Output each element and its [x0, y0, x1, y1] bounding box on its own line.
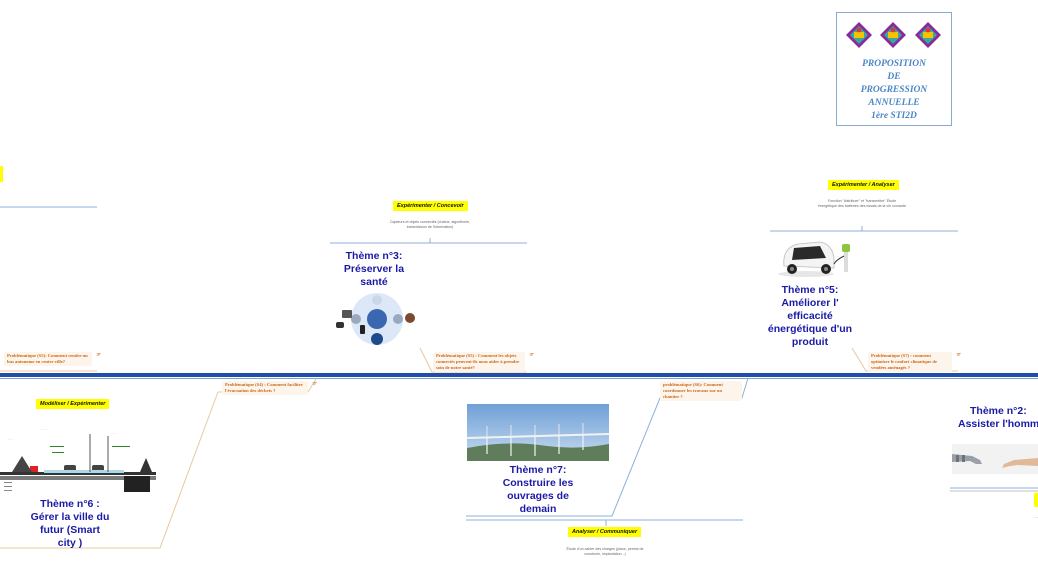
theme-2-title: Thème n°2: Assister l'homme	[958, 405, 1038, 430]
svg-text:·······: ·······	[40, 427, 47, 431]
skill-label-theme5: Expérimenter / Analyser	[828, 180, 899, 190]
problem-theme3: Problématique (S5) : Comment les objets …	[433, 352, 534, 372]
note-icon: ☞	[96, 353, 101, 358]
timeline-axis	[0, 373, 1038, 377]
note-icon: ☞	[956, 353, 961, 358]
problem-left: Problématique (S5): Comment rendre un bu…	[4, 352, 101, 366]
smart-city-image: ···················	[0, 427, 156, 492]
svg-text:·····: ·····	[8, 437, 13, 441]
timeline-axis-shadow	[0, 378, 1038, 379]
note-icon: ☞	[529, 353, 534, 358]
problem-theme5: Problématique (S7) : comment optimiser l…	[868, 352, 961, 372]
offscreen-note: ···	[1034, 516, 1038, 520]
svg-text:·······: ·······	[110, 431, 117, 435]
theme-7-title: Thème n°7: Construire les ouvrages de de…	[502, 464, 574, 515]
skill-label-theme7: Analyser / Communiquer	[568, 527, 642, 537]
note-theme3: Capteurs et objets connectés (chaîne, al…	[389, 220, 471, 229]
skill-label-theme6: Modéliser / Expérimenter	[36, 399, 110, 409]
note-icon: ☞	[312, 382, 317, 387]
theme-3-title: Thème n°3: Préserver la santé	[343, 250, 405, 288]
problem-theme6: Problématique (S4) : Comment faciliter l…	[222, 381, 317, 395]
note-theme7: Étude d'un cahier des charges (plans, pe…	[566, 547, 644, 556]
robot-human-hands-image	[952, 444, 1038, 474]
offscreen-skill-marker	[1034, 493, 1038, 507]
theme-5-title: Thème n°5: Améliorer l' efficacité énerg…	[767, 284, 853, 348]
title-box: PROPOSITION DE PROGRESSION ANNUELLE 1ère…	[836, 12, 952, 126]
connected-health-image	[336, 293, 415, 345]
electric-car-image	[778, 241, 850, 277]
viaduct-image	[467, 404, 609, 461]
sti2d-logo-icon	[915, 22, 941, 48]
sti2d-logo-icon	[846, 22, 872, 48]
note-theme5: Fonction "distribuer" et "transmettre" É…	[818, 199, 906, 208]
skill-label-theme3: Expérimenter / Concevoir	[393, 201, 468, 211]
offscreen-skill-marker	[0, 166, 3, 182]
theme-6-title: Thème n°6 : Gérer la ville du futur (Sma…	[30, 498, 110, 549]
sti2d-logo-icon	[880, 22, 906, 48]
problem-theme7: problématique (S6): Comment coordonner l…	[660, 381, 742, 401]
page-title: PROPOSITION DE PROGRESSION ANNUELLE 1ère…	[860, 59, 928, 121]
